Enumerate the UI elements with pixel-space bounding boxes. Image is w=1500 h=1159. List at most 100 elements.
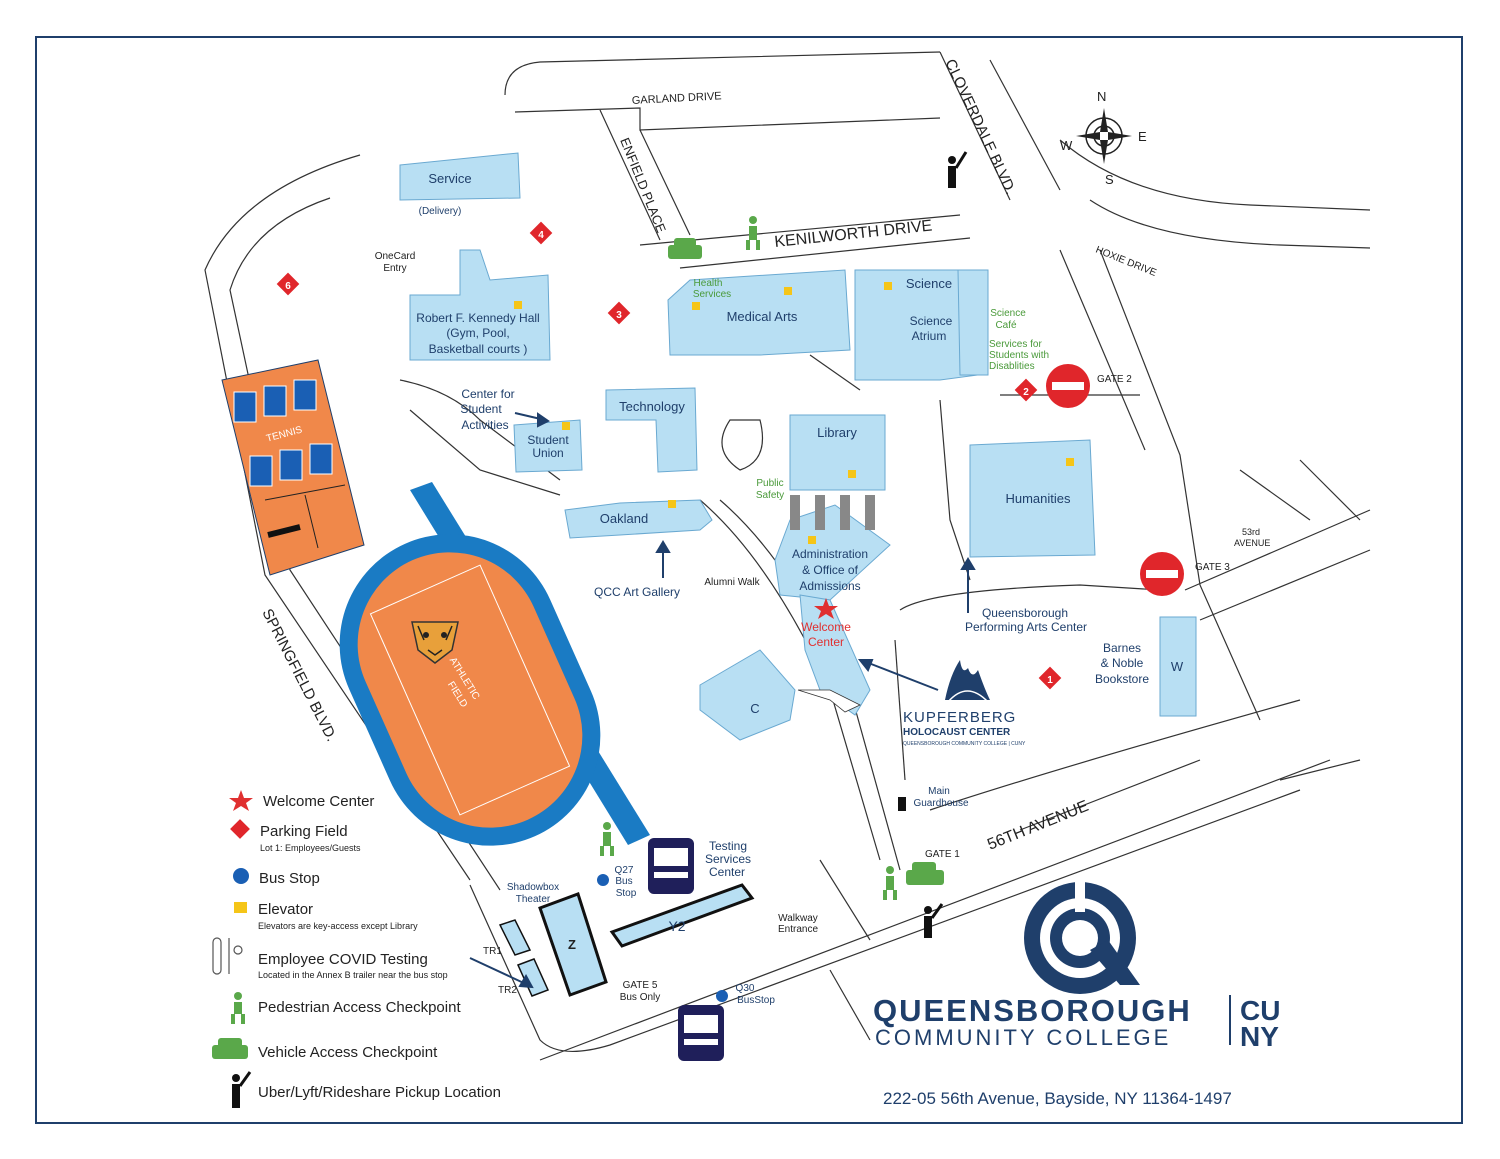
rfk-label-3: Basketball courts ): [429, 342, 528, 356]
rfk-label-1: Robert F. Kennedy Hall: [416, 311, 539, 325]
map-frame: [35, 36, 1463, 1124]
gate-2-label: GATE 2: [1097, 374, 1132, 385]
svg-text:6: 6: [285, 281, 291, 292]
svg-text:4: 4: [538, 230, 544, 241]
guardhouse-label-2: Guardhouse: [913, 798, 968, 809]
public-safety-label-2: Safety: [756, 490, 784, 501]
roads: [204, 51, 1371, 1061]
onecard-label-1: OneCard: [375, 251, 416, 262]
pedestrian-checkpoint-icon: [600, 822, 614, 856]
pedestrian-checkpoint-icon: [746, 216, 760, 250]
gate-5-label-1: GATE 5: [623, 980, 658, 991]
parking-field-4: 4: [529, 221, 553, 245]
q27-label-1: Q27: [615, 865, 634, 876]
sswd-label-3: Disablities: [989, 361, 1035, 372]
guardhouse-icon: [898, 797, 906, 811]
compass-s: S: [1105, 172, 1114, 187]
technology-label: Technology: [619, 399, 685, 414]
shadowbox-label-2: Theater: [516, 894, 551, 905]
qpac-label-2: Performing Arts Center: [965, 620, 1087, 634]
compass-w: W: [1060, 138, 1073, 153]
c-building-label: C: [750, 701, 759, 716]
science-cafe-label-2: Café: [995, 320, 1017, 331]
qcc-art-gallery-label: QCC Art Gallery: [594, 585, 680, 599]
q27-label-2: Bus: [615, 876, 632, 887]
walkway-label-1: Walkway: [778, 913, 818, 924]
parking-field-6: 6: [276, 272, 300, 296]
kupferberg-label-3: QUEENSBOROUGH COMMUNITY COLLEGE | CUNY: [903, 741, 1026, 747]
gate-2-closed-icon: [1046, 364, 1090, 408]
pointer-arrows: [469, 412, 976, 989]
legend-parking-icon: [230, 819, 250, 839]
shadowbox-label-1: Shadowbox: [507, 882, 559, 893]
science-atrium-label-2: Atrium: [912, 329, 947, 343]
barnes-noble-label-1: Barnes: [1103, 641, 1141, 655]
gate-3-label: GATE 3: [1195, 562, 1230, 573]
legend-rideshare-icon: [232, 1071, 252, 1108]
legend-welcome-star-icon: [229, 790, 253, 811]
barnes-noble-label-3: Bookstore: [1095, 672, 1149, 686]
building-labels: Service (Delivery) OneCard Entry Robert …: [375, 171, 1231, 1006]
kenilworth-drive-label: KENILWORTH DRIVE: [774, 217, 933, 250]
z-building-label: Z: [568, 937, 576, 952]
admin-label-3: Admissions: [799, 579, 860, 593]
vehicle-checkpoint-icon: [906, 862, 944, 885]
enfield-place-label: ENFIELD PLACE: [617, 136, 669, 236]
guardhouse-label-1: Main: [928, 786, 950, 797]
legend-parking-sub: Lot 1: Employees/Guests: [260, 843, 361, 853]
legend-elevator-sub: Elevators are key-access except Library: [258, 921, 418, 931]
kupferberg-logo: [945, 660, 990, 703]
medical-arts-label: Medical Arts: [727, 309, 798, 324]
legend: Welcome Center Parking Field Lot 1: Empl…: [212, 790, 501, 1108]
legend-elevator: Elevator: [258, 901, 313, 918]
svg-text:1: 1: [1047, 675, 1053, 686]
student-union-label-1: Student: [527, 433, 569, 447]
53rd-avenue-label-2: AVENUE: [1234, 538, 1270, 548]
legend-bus: Bus Stop: [259, 870, 320, 887]
svg-text:2: 2: [1023, 387, 1029, 398]
library-label: Library: [817, 425, 857, 440]
hoxie-drive-label: HOXIE DRIVE: [1094, 245, 1158, 279]
garland-drive-label: GARLAND DRIVE: [632, 90, 722, 107]
bus-stop-q30-icon: [716, 990, 728, 1002]
brand-line-1: QUEENSBOROUGH: [873, 993, 1192, 1028]
public-safety-label-1: Public: [756, 478, 783, 489]
bus-icon: [648, 838, 694, 894]
tr2-label: TR2: [498, 985, 517, 996]
legend-welcome: Welcome Center: [263, 793, 374, 810]
legend-rideshare: Uber/Lyft/Rideshare Pickup Location: [258, 1084, 501, 1101]
parking-field-1: 1: [1038, 666, 1062, 690]
testing-label-3: Center: [709, 865, 745, 879]
barnes-noble-label-2: & Noble: [1101, 656, 1144, 670]
qpac-label-1: Queensborough: [982, 606, 1068, 620]
qcc-logo-icon: [1024, 882, 1140, 994]
alumni-walk-label: Alumni Walk: [704, 577, 760, 588]
admin-label-1: Administration: [792, 547, 868, 561]
humanities-label: Humanities: [1005, 491, 1071, 506]
legend-vehicle-icon: [212, 1038, 248, 1059]
delivery-label: (Delivery): [419, 206, 462, 217]
gate-5-label-2: Bus Only: [620, 992, 661, 1003]
sswd-label-2: Students with: [989, 350, 1049, 361]
bus-stop-q27-icon: [597, 874, 609, 886]
testing-label-1: Testing: [709, 839, 747, 853]
rfk-label-2: (Gym, Pool,: [446, 326, 509, 340]
gate-1-label: GATE 1: [925, 849, 960, 860]
pedestrian-checkpoint-icon: [883, 866, 897, 900]
brand-ny: NY: [1240, 1021, 1279, 1052]
athletic-field: ATHLETIC FIELD: [339, 482, 650, 846]
oakland-label: Oakland: [600, 511, 648, 526]
tr1-label: TR1: [483, 946, 502, 957]
rideshare-pickup-icon: [924, 903, 944, 938]
53rd-avenue-label-1: 53rd: [1242, 527, 1260, 537]
college-brand: QUEENSBOROUGH COMMUNITY COLLEGE CU NY 22…: [873, 993, 1280, 1108]
legend-covid-sub: Located in the Annex B trailer near the …: [258, 970, 448, 980]
health-services-label-1: Health: [694, 278, 723, 289]
bus-icon: [678, 1005, 724, 1061]
student-union-label-2: Union: [532, 446, 563, 460]
onecard-label-2: Entry: [383, 263, 406, 274]
w-building-label: W: [1171, 659, 1184, 674]
legend-pedestrian-icon: [231, 992, 245, 1024]
science-cafe-label-1: Science: [990, 308, 1026, 319]
